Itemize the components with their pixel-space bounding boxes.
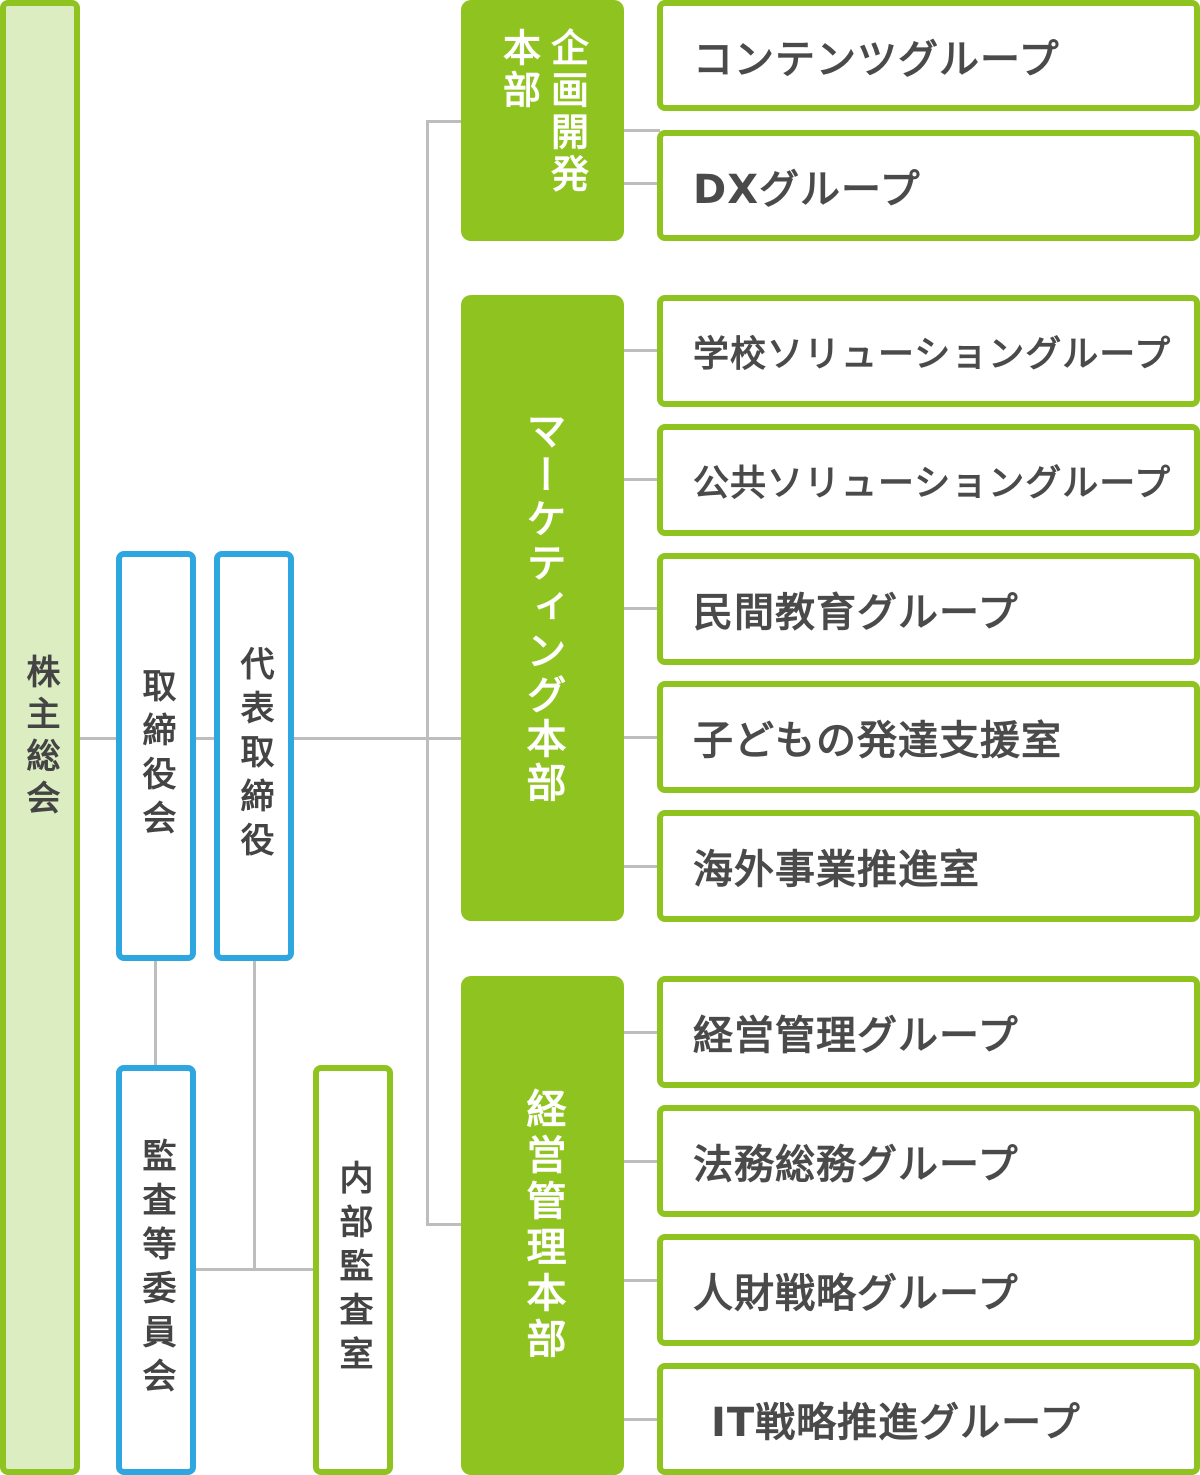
connector-trunk-vertical xyxy=(426,120,429,1226)
group-box: 人財戦略グループ xyxy=(657,1234,1200,1346)
planning-development-hq-label-sub: 本部 xyxy=(496,28,541,112)
connector-representative-trunk xyxy=(293,737,463,740)
shareholders-meeting-label: 株主総会 xyxy=(20,653,60,822)
hq-label-text: 本部 xyxy=(496,28,541,112)
group-box: 法務総務グループ xyxy=(657,1105,1200,1217)
group-box: 民間教育グループ xyxy=(657,553,1200,665)
group-label: 公共ソリューショングループ xyxy=(693,463,1172,504)
connector-trunk-keiei xyxy=(426,1223,464,1226)
representative-director-box: 代表取締役 xyxy=(214,551,294,961)
group-box: 経営管理グループ xyxy=(657,976,1200,1088)
group-label: DXグループ xyxy=(693,166,921,213)
connector-group xyxy=(622,478,660,481)
connector-group xyxy=(622,865,660,868)
board-of-directors-label: 取締役会 xyxy=(136,668,176,844)
group-label: 経営管理グループ xyxy=(693,1013,1019,1059)
group-box: DXグループ xyxy=(657,130,1200,241)
group-label: 子どもの発達支援室 xyxy=(693,718,1062,764)
management-hq-label: 経営管理本部 xyxy=(519,1087,566,1364)
group-label: 法務総務グループ xyxy=(693,1142,1019,1188)
planning-development-hq-label-main: 企画開発 xyxy=(544,28,589,196)
connector-group xyxy=(622,736,660,739)
connector-trunk-kikaku xyxy=(426,120,464,123)
group-box: IT戦略推進グループ xyxy=(657,1363,1200,1475)
group-label: IT戦略推進グループ xyxy=(711,1400,1081,1446)
internal-audit-office-label: 内部監査室 xyxy=(333,1160,373,1380)
group-box: コンテンツグループ xyxy=(657,0,1200,111)
hq-label-text: 企画開発 xyxy=(544,28,589,196)
representative-director-label: 代表取締役 xyxy=(234,646,274,866)
group-box: 学校ソリューショングループ xyxy=(657,295,1200,407)
management-hq-box: 経営管理本部 xyxy=(461,976,624,1475)
group-box: 子どもの発達支援室 xyxy=(657,681,1200,793)
connector-board-representative xyxy=(194,737,216,740)
group-box: 公共ソリューショングループ xyxy=(657,424,1200,536)
internal-audit-office-box: 内部監査室 xyxy=(313,1065,393,1475)
planning-development-hq-box: 企画開発 本部 xyxy=(461,0,624,241)
shareholders-meeting-box: 株主総会 xyxy=(0,0,80,1475)
group-label: 海外事業推進室 xyxy=(693,847,980,893)
connector-shareholders-board xyxy=(80,737,120,740)
connector-representative-down xyxy=(253,958,256,1270)
connector-group xyxy=(622,182,660,185)
audit-committee-label: 監査等委員会 xyxy=(136,1138,176,1402)
connector-group xyxy=(622,129,660,132)
board-of-directors-box: 取締役会 xyxy=(116,551,196,961)
connector-board-audit xyxy=(154,958,157,1068)
group-box: 海外事業推進室 xyxy=(657,810,1200,922)
connector-group xyxy=(622,1031,660,1034)
audit-committee-box: 監査等委員会 xyxy=(116,1065,196,1475)
group-label: コンテンツグループ xyxy=(693,36,1060,83)
group-label: 学校ソリューショングループ xyxy=(693,334,1172,375)
connector-group xyxy=(622,1418,660,1421)
marketing-hq-label: マーケティング本部 xyxy=(519,410,566,806)
group-label: 民間教育グループ xyxy=(693,590,1019,636)
connector-group xyxy=(622,349,660,352)
marketing-hq-box: マーケティング本部 xyxy=(461,295,624,921)
connector-group xyxy=(622,1279,660,1282)
group-label: 人財戦略グループ xyxy=(693,1271,1019,1317)
connector-audit-internal xyxy=(194,1268,316,1271)
connector-group xyxy=(622,1160,660,1163)
connector-group xyxy=(622,607,660,610)
